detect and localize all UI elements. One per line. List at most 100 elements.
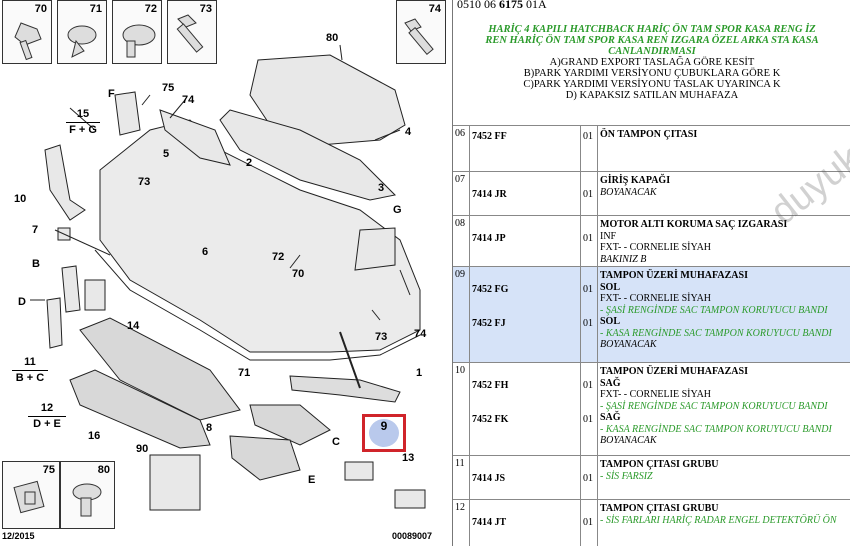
bolt-icon (404, 18, 434, 56)
note-green: CANLANDIRMASI (608, 46, 696, 57)
part-description: TAMPON ÜZERİ MUHAFAZASI (600, 366, 748, 377)
part-description: - SİS FARLARI HARİÇ RADAR ENGEL DETEKTÖR… (600, 514, 837, 526)
part-description: - ŞASİ RENGİNDE SAC TAMPON KORUYUCU BAND… (600, 400, 828, 412)
diagram-id: 00089007 (392, 531, 433, 541)
part-code[interactable]: 7452 FG (472, 283, 509, 295)
note: D) KAPAKSIZ SATILAN MUHAFAZA (565, 90, 739, 101)
part-code[interactable]: 7414 JP (472, 232, 506, 244)
quantity: 01 (583, 318, 593, 329)
part-thumb-71[interactable]: 71 (57, 0, 107, 64)
callout: 2 (246, 157, 253, 169)
part-code[interactable]: 7452 FH (472, 379, 509, 391)
bumper-exploded-view (30, 44, 426, 511)
part-thumb-75[interactable]: 75 (2, 461, 60, 529)
quantity: 01 (583, 283, 593, 295)
thumb-number: 74 (428, 3, 441, 15)
callout: 71 (238, 367, 251, 379)
callout: G (393, 204, 402, 216)
part-description: - KASA RENGİNDE SAC TAMPON KORUYUCU BAND… (600, 327, 832, 339)
part-code[interactable]: 7414 JS (472, 472, 506, 484)
part-description: SOL (600, 281, 621, 293)
radiator-support (219, 109, 397, 201)
part-description: MOTOR ALTI KORUMA SAÇ IZGARASI (600, 219, 788, 230)
row-number: 11 (453, 456, 470, 499)
thumb-number: 72 (144, 3, 157, 15)
quantity: 01 (583, 516, 593, 528)
part-description: BOYANACAK (600, 435, 657, 446)
screw-icon (14, 22, 42, 61)
part-thumb-80[interactable]: 80 (60, 461, 115, 529)
push-rivet-icon (72, 483, 102, 517)
part-thumb-74[interactable]: 74 (396, 0, 446, 64)
highlighted-callout-9[interactable]: 9 (369, 419, 399, 447)
thumb-number: 73 (199, 3, 212, 15)
parts-table-panel: 0510 06 6175 01A HARİÇ 4 KAPILI HATCHBAC… (452, 0, 850, 546)
callout: 10 (14, 193, 27, 205)
part-description: GİRİŞ KAPAĞI (600, 175, 671, 186)
callout: 3 (378, 182, 385, 194)
part-code[interactable]: 7452 FJ (472, 318, 506, 329)
part-thumb-70[interactable]: 70 (2, 0, 52, 64)
part-code[interactable]: 7452 FK (472, 414, 509, 425)
part-description: - SİS FARSIZ (600, 470, 653, 482)
part-description: INF (600, 230, 617, 242)
part-code[interactable]: 7414 JT (472, 516, 507, 528)
part-code[interactable]: 7414 JR (472, 188, 507, 200)
thumb-number: 80 (97, 464, 110, 476)
callout: 8 (206, 422, 213, 434)
part-description: BOYANACAK (600, 339, 657, 350)
row-number: 12 (453, 500, 470, 546)
callout: 73 (375, 331, 388, 343)
note: C)PARK YARDIMI VERSİYONU TASLAK UYARINCA… (523, 79, 781, 90)
callout: 7 (32, 224, 39, 236)
part-code[interactable]: 7452 FF (472, 131, 507, 142)
quantity: 01 (583, 188, 593, 200)
part-description: FXT- - CORNELIE SİYAH (600, 242, 712, 253)
part-description: SAĞ (600, 377, 621, 389)
note: A)GRAND EXPORT TASLAĞA GÖRE KESİT (549, 57, 755, 68)
part-description: TAMPON ÇITASI GRUBU (600, 503, 719, 514)
clip-icon (67, 25, 97, 58)
thumb-number: 71 (89, 3, 102, 15)
callout: 5 (163, 148, 170, 160)
note: B)PARK YARDIMI VERSİYONU ÇUBUKLARA GÖRE … (523, 68, 781, 79)
callout: B (32, 258, 40, 270)
part-description: TAMPON ÇITASI GRUBU (600, 459, 719, 470)
row-number: 07 (453, 172, 470, 215)
callout: 70 (292, 268, 305, 280)
note-green: HARİÇ 4 KAPILI HATCHBACK HARİÇ ÖN TAM SP… (488, 24, 816, 35)
part-description: - KASA RENGİNDE SAC TAMPON KORUYUCU BAND… (600, 423, 832, 435)
diagram-date: 12/2015 (2, 531, 35, 541)
part-thumb-72[interactable]: 72 (112, 0, 162, 64)
part-thumb-73[interactable]: 73 (167, 0, 217, 64)
parts-diagram: 70 71 72 73 74 (2, 0, 446, 541)
callout: 73 (138, 176, 151, 188)
rivet-icon (122, 24, 156, 58)
bolt-icon (176, 14, 204, 53)
callout: C (332, 436, 340, 448)
callout: 72 (272, 251, 285, 263)
highlight-box (362, 414, 406, 452)
part-description: BOYANACAK (600, 186, 657, 198)
callout: 13 (402, 452, 415, 464)
part-description: BAKINIZ B (600, 253, 647, 265)
part-description: ÖN TAMPON ÇITASI (600, 129, 698, 140)
callout: D (18, 296, 26, 308)
upper-support (249, 54, 406, 146)
callout: 74 (182, 94, 195, 106)
quantity: 01 (583, 131, 593, 142)
quantity: 01 (583, 472, 593, 484)
callout: F (108, 88, 115, 100)
callout: E (308, 474, 316, 486)
callout: 90 (136, 443, 149, 455)
thumb-number: 70 (34, 3, 47, 15)
part-description: FXT- - CORNELIE SİYAH (600, 389, 712, 400)
